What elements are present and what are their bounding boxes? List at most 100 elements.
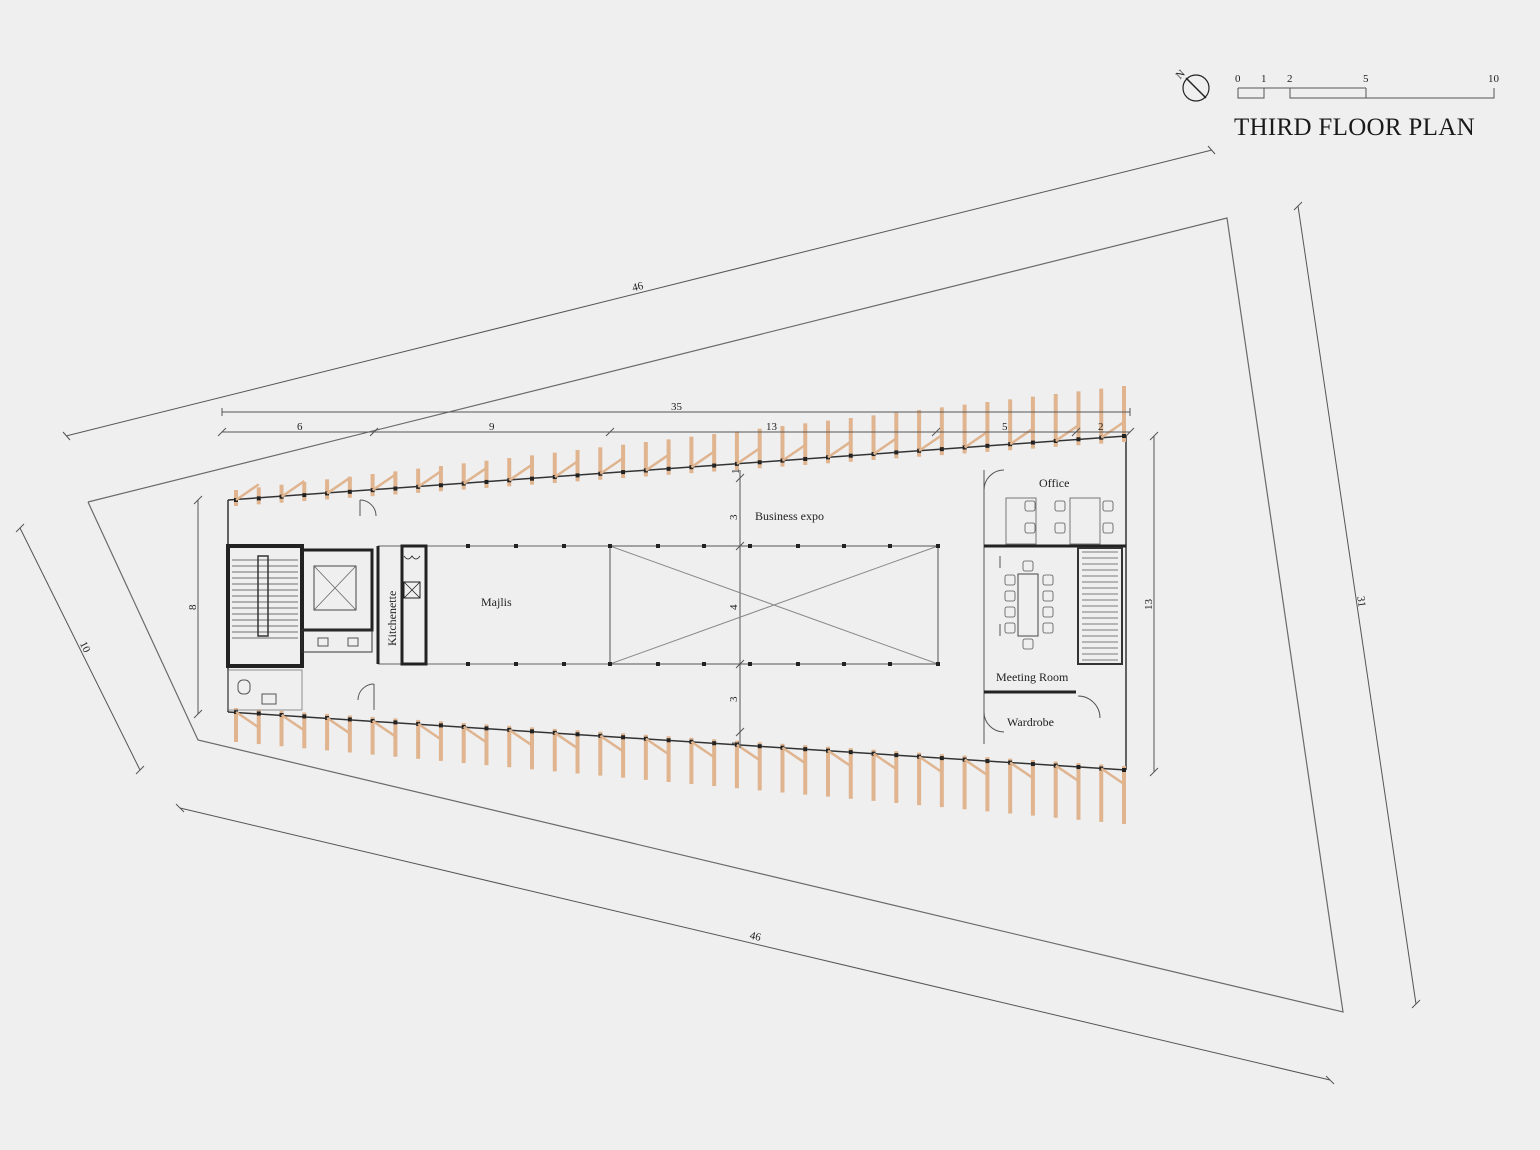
timber-brace-top (963, 430, 989, 449)
timber-brace-bottom (827, 749, 852, 768)
column-top (803, 456, 808, 461)
chair-icon (1102, 500, 1114, 512)
column-top (848, 453, 853, 458)
timber-brace-top (554, 460, 579, 479)
timber-brace-top (326, 476, 351, 495)
room-label-meeting-room: Meeting Room (996, 670, 1069, 684)
timber-brace-bottom (326, 716, 351, 735)
chair-icon (1024, 500, 1036, 512)
chair-icon (1054, 522, 1066, 534)
column-bottom (939, 756, 944, 761)
column-top (757, 460, 762, 465)
right-rooms (983, 469, 1126, 744)
column-bottom (757, 744, 762, 749)
column (466, 544, 470, 548)
chair-icon (1102, 522, 1114, 534)
dim-width-right: 13 (1143, 599, 1155, 611)
column-top (484, 479, 489, 484)
column (466, 662, 470, 666)
dim-expo-5: 1 (730, 741, 742, 747)
column-top (666, 466, 671, 471)
column-bottom (575, 732, 580, 737)
chair-icon (1054, 500, 1066, 512)
site-dim-left: 10 (77, 640, 93, 656)
column (608, 544, 612, 548)
chair-icon (1004, 622, 1016, 634)
dim-expo-2: 3 (728, 514, 740, 520)
site-dim-right: 31 (1354, 595, 1367, 608)
timber-brace-bottom (645, 737, 670, 756)
building-envelope (227, 435, 1127, 771)
column (888, 662, 892, 666)
scale-tick-0: 0 (1235, 73, 1241, 85)
column (656, 544, 660, 548)
dim-segment-2: 9 (489, 421, 495, 433)
column-bottom (985, 759, 990, 764)
timber-brace-top (645, 453, 670, 472)
timber-brace-bottom (508, 728, 533, 747)
column-top (256, 496, 261, 501)
dim-expo-4: 3 (728, 696, 740, 702)
column-top (985, 443, 990, 448)
timber-brace-top (1009, 427, 1034, 446)
expo-frame (378, 545, 939, 665)
column-top (712, 463, 717, 468)
timber-brace-bottom (963, 758, 989, 777)
timber-brace-top (827, 440, 852, 459)
column-bottom (712, 741, 717, 746)
column (608, 662, 612, 666)
column-bottom (621, 735, 626, 740)
timber-brace-top (736, 447, 761, 465)
column-top (438, 483, 443, 488)
column (842, 662, 846, 666)
timber-brace-top (508, 463, 533, 482)
building-dimension-lines (193, 408, 1159, 777)
dim-segment-4: 5 (1002, 421, 1008, 433)
timber-brace-top (235, 483, 260, 502)
column (842, 544, 846, 548)
column-bottom (894, 753, 899, 758)
plan-title: THIRD FLOOR PLAN (1234, 114, 1475, 141)
timber-brace-top (1054, 424, 1080, 442)
timber-brace-bottom (554, 731, 579, 750)
dim-overall-length: 35 (671, 401, 683, 413)
column (562, 544, 566, 548)
room-label-wardrobe: Wardrobe (1007, 715, 1054, 729)
column (796, 662, 800, 666)
site-boundary (87, 217, 1344, 1013)
room-label-office: Office (1039, 476, 1069, 490)
site-dimension-lines (15, 145, 1421, 1085)
timber-brace-top (918, 434, 943, 452)
dim-expo-1: 1 (730, 469, 742, 475)
dim-width-left: 8 (187, 604, 199, 610)
dim-segment-3: 13 (766, 421, 778, 433)
column-top (302, 493, 307, 498)
timber-brace-bottom (690, 740, 715, 759)
timber-brace-bottom (599, 734, 624, 753)
timber-brace-bottom (417, 722, 442, 741)
column (514, 544, 518, 548)
scale-tick-2: 2 (1287, 73, 1293, 85)
timber-brace-bottom (235, 710, 260, 729)
column (936, 544, 940, 548)
column-bottom (1076, 765, 1081, 770)
scale-bar: 0 1 2 5 10 (1235, 73, 1500, 99)
chair-icon (1022, 638, 1034, 650)
column-top (1076, 437, 1081, 442)
timber-brace-top (280, 480, 306, 498)
column-top (894, 450, 899, 455)
column (936, 662, 940, 666)
column-top (1030, 440, 1035, 445)
chair-icon (1042, 590, 1054, 602)
expo-columns (466, 544, 940, 666)
column (796, 544, 800, 548)
column-top (530, 476, 534, 481)
room-label-majlis: Majlis (481, 595, 512, 609)
timber-louvres (234, 386, 1126, 824)
column (562, 662, 566, 666)
column (702, 544, 706, 548)
dim-expo-3: 4 (728, 604, 740, 610)
scale-tick-10: 10 (1488, 73, 1500, 85)
chair-icon (1004, 606, 1016, 618)
